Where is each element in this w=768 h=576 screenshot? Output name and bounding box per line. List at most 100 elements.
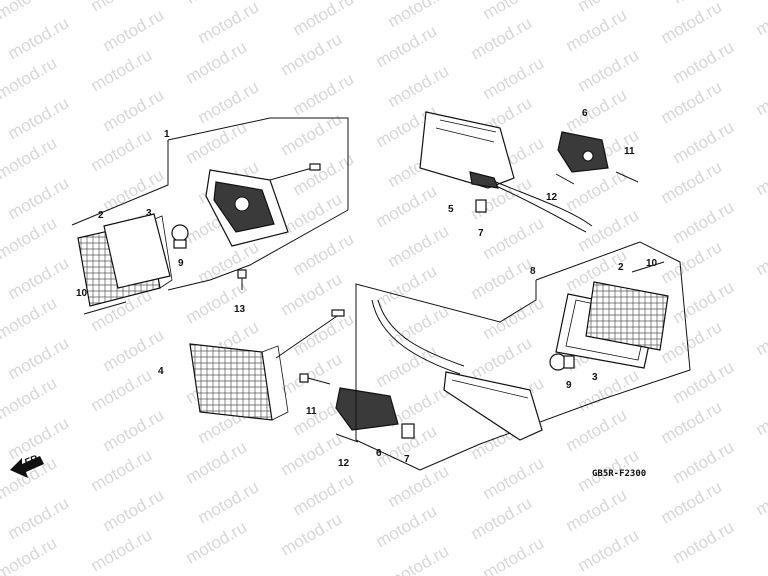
watermark-text: motod.ru [0,533,60,576]
watermark-text: motod.ru [278,509,346,559]
watermark-text: motod.ru [290,309,358,359]
watermark-text: motod.ru [0,213,60,263]
housing-8 [443,371,543,441]
watermark-text: motod.ru [480,53,548,103]
front-left-turn-signal-assembly [71,117,349,315]
watermark-text: motod.ru [480,533,548,576]
watermark-text: motod.ru [753,229,768,279]
watermark-text: motod.ru [5,253,73,303]
callout-6b: 6 [376,448,382,459]
socket-6a [557,131,609,173]
screw-11b [299,373,331,385]
rear-right-turn-signal-assembly [355,241,691,471]
watermark-text: motod.ru [670,517,738,567]
front-right-turn-signal-assembly [189,309,415,443]
watermark-text: motod.ru [563,405,631,455]
watermark-text: motod.ru [195,0,263,47]
watermark-text: motod.ru [670,437,738,487]
watermark-text: motod.ru [385,61,453,111]
watermark-text: motod.ru [5,493,73,543]
watermark-text: motod.ru [480,453,548,503]
callout-4: 4 [158,366,164,377]
watermark-text: motod.ru [575,365,643,415]
callout-11b: 11 [306,406,317,417]
watermark-text: motod.ru [385,221,453,271]
watermark-text: motod.ru [0,373,60,423]
watermark-text: motod.ru [290,0,358,39]
watermark-text: motod.ru [658,77,726,127]
watermark-text: motod.ru [658,397,726,447]
callout-9b: 9 [566,380,572,391]
watermark-text: motod.ru [575,45,643,95]
watermark-text: motod.ru [385,301,453,351]
watermark-text: motod.ru [658,157,726,207]
watermark-text: motod.ru [480,213,548,263]
watermark-text: motod.ru [195,237,263,287]
callout-12b: 12 [338,458,350,469]
front-direction-arrow-icon [10,456,44,478]
watermark-text: motod.ru [5,13,73,63]
watermark-text: motod.ru [373,181,441,231]
watermark-text: motod.ru [100,165,168,215]
watermark-text: motod.ru [468,493,536,543]
watermark-text: motod.ru [5,333,73,383]
gasket-3a [103,213,171,289]
watermark-text: motod.ru [575,205,643,255]
watermark-text: motod.ru [468,333,536,383]
watermark-text: motod.ru [385,0,453,31]
callout-3b: 3 [592,372,598,383]
watermark-text: motod.ru [468,13,536,63]
watermark-text: motod.ru [5,93,73,143]
watermark-text: motod.ru [100,85,168,135]
watermark-text: motod.ru [373,501,441,551]
callout-11a: 11 [624,146,635,157]
watermark-text: motod.ru [670,357,738,407]
watermark-text: motod.ru [290,469,358,519]
callout-13: 13 [234,304,246,315]
watermark-text: motod.ru [290,149,358,199]
watermark-text: motod.ru [100,405,168,455]
watermark-text: motod.ru [563,165,631,215]
watermark-text: motod.ru [563,485,631,535]
watermark-text: motod.ru [480,293,548,343]
collar-7b [401,423,415,439]
rear-turn-signal-assembly [419,111,639,233]
watermark-text: motod.ru [278,349,346,399]
watermark-text: motod.ru [0,133,60,183]
watermark-text: motod.ru [88,125,156,175]
watermark-text: motod.ru [100,5,168,55]
callout-6a: 6 [582,108,588,119]
watermark-text: motod.ru [753,309,768,359]
callout-3a: 3 [146,208,152,219]
watermark-text: motod.ru [658,317,726,367]
watermark-text: motod.ru [183,37,251,87]
watermark-text: motod.ru [278,429,346,479]
watermark-text: motod.ru [658,477,726,527]
watermark-text: motod.ru [100,325,168,375]
watermark-text: motod.ru [670,117,738,167]
callout-8: 8 [530,266,536,277]
watermark-text: motod.ru [278,29,346,79]
watermark-text: motod.ru [278,109,346,159]
callout-2a: 2 [98,210,104,221]
lens-2b [585,281,669,351]
watermark-text: motod.ru [195,77,263,127]
callout-labels: 1 2 3 9 10 13 4 11 12 6 7 5 6 11 12 7 8 … [76,108,658,469]
watermark-text: motod.ru [183,517,251,567]
watermark-text: motod.ru [468,253,536,303]
watermark-text: motod.ru [0,293,60,343]
watermark-text: motod.ru [88,445,156,495]
watermark-text: motod.ru [753,389,768,439]
watermark-text: motod.ru [195,477,263,527]
callout-2b: 2 [618,262,624,273]
watermark-text: motod.ru [100,485,168,535]
watermark-text: motod.ru [373,21,441,71]
callout-10a: 10 [76,288,88,299]
bulb-9a [171,224,189,249]
watermark-text: motod.ru [670,197,738,247]
collar-7a [475,199,487,213]
callout-5: 5 [448,204,454,215]
watermark-text: motod.ru [88,45,156,95]
